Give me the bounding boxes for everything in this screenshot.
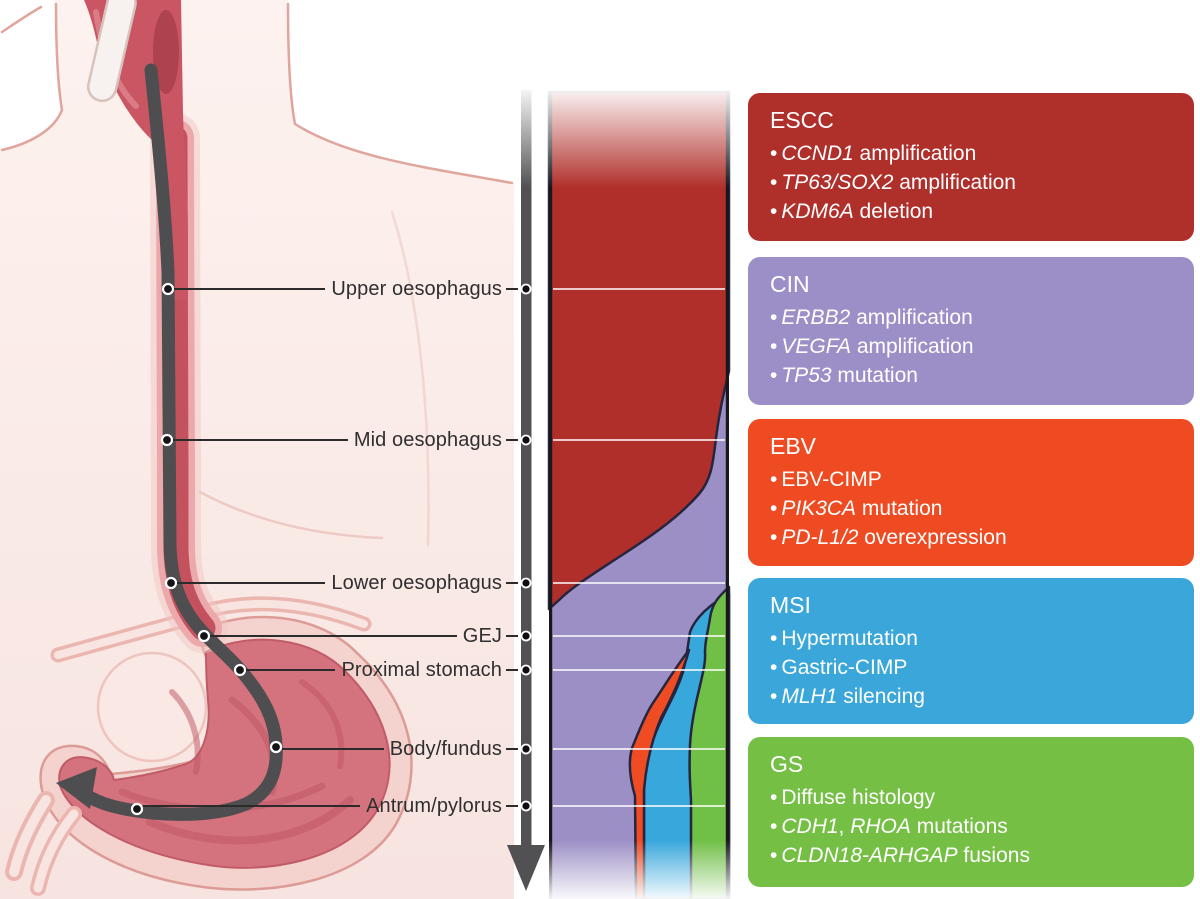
bullet-dot: • — [770, 335, 778, 358]
body-contour-lines — [0, 2, 514, 547]
chart-left-border — [549, 92, 553, 899]
subtype-bullets-gs: •Diffuse histology•CDH1, RHOA mutations•… — [770, 783, 1176, 870]
bullet-item: •Hypermutation — [770, 627, 918, 650]
bullet-item: •ERBB2 amplification — [770, 306, 973, 329]
endoscope-path — [78, 63, 283, 821]
bullet-item: •CCND1 amplification — [770, 142, 977, 165]
bottom-fade — [544, 840, 746, 899]
subtype-card-msi: MSI •Hypermutation •Gastric-CIMP •MLH1 sil… — [748, 578, 1194, 724]
axis-dot-gej — [520, 630, 532, 642]
top-fade — [510, 84, 748, 188]
anatomy-dot-mid-oesophagus — [160, 433, 174, 447]
anatomy-dot-body-fundus — [269, 740, 283, 754]
bullet-dot: • — [770, 656, 778, 679]
axis-dot-lower-oesophagus — [520, 577, 532, 589]
bullet-item: •PD-L1/2 overexpression — [770, 526, 1007, 549]
bullet-dot: • — [770, 815, 778, 838]
anatomy-illustration — [0, 0, 514, 899]
anatomy-dot-proximal-stomach — [233, 663, 247, 677]
bullet-dot: • — [770, 142, 778, 165]
axis-arrow-shaft — [521, 90, 532, 846]
axis-dot-proximal-stomach — [520, 664, 532, 676]
axis-dot-body-fundus — [520, 743, 532, 755]
subtype-card-ebv: EBV •EBV-CIMP •PIK3CA mutation •PD-L1/2 ov… — [748, 419, 1194, 566]
bullet-item: •VEGFA amplification — [770, 335, 974, 358]
bullet-dot: • — [770, 364, 778, 387]
anatomy-dot-upper-oesophagus — [161, 282, 175, 296]
bullet-dot: • — [770, 526, 778, 549]
endoscope-arrowhead — [56, 767, 97, 809]
axis-arrow — [507, 90, 545, 891]
bullet-dot: • — [770, 200, 778, 223]
axis-arrowhead — [507, 845, 545, 891]
bullet-item: •TP53 mutation — [770, 364, 918, 387]
bullet-item: •PIK3CA mutation — [770, 497, 943, 520]
peritoneal-space — [96, 651, 208, 763]
axis-dot-mid-oesophagus — [520, 434, 532, 446]
site-gridlines — [553, 288, 725, 807]
anatomy-dot-antrum-pylorus — [130, 802, 144, 816]
bullet-item: •KDM6A deletion — [770, 200, 934, 223]
stream-gs — [688, 585, 731, 899]
axis-dot-antrum-pylorus — [520, 800, 532, 812]
stream-escc — [547, 90, 731, 611]
subtype-card-escc: ESCC •CCND1 amplification •TP63/SOX2 ampl… — [748, 93, 1194, 241]
subtype-title-escc: ESCC — [770, 107, 834, 133]
bullet-item: •TP63/SOX2 amplification — [770, 171, 1016, 194]
marker-dots — [130, 282, 532, 816]
bullet-item: •Gastric-CIMP — [770, 656, 908, 679]
bullet-dot: • — [770, 468, 778, 491]
bullet-dot: • — [770, 685, 778, 708]
anatomy-dot-lower-oesophagus — [164, 576, 178, 590]
subtype-title-ebv: EBV — [770, 433, 817, 459]
subtype-card-cin: CIN •ERBB2 amplification •VEGFA amplifica… — [748, 257, 1194, 405]
bullet-item: •MLH1 silencing — [770, 685, 925, 708]
bullet-item: •CDH1, RHOA mutations — [770, 815, 1008, 838]
bullet-dot: • — [770, 844, 778, 867]
bullet-dot: • — [770, 786, 778, 809]
bullet-dot: • — [770, 627, 778, 650]
trachea — [86, 0, 137, 103]
subtype-title-cin: CIN — [770, 271, 810, 297]
subtype-stream-chart — [547, 90, 731, 899]
chart-right-border — [725, 92, 729, 899]
bullet-dot: • — [770, 171, 778, 194]
subtype-title-gs: GS — [770, 751, 804, 777]
larynx-shadow — [153, 10, 179, 94]
subtype-bullets-ebv: •EBV-CIMP •PIK3CA mutation •PD-L1/2 overex… — [770, 465, 1176, 552]
bullet-item: •Diffuse histology — [770, 786, 936, 809]
subtype-bullets-escc: •CCND1 amplification •TP63/SOX2 amplifica… — [770, 139, 1176, 226]
bullet-item: •EBV-CIMP — [770, 468, 882, 491]
bullet-item: •CLDN18-ARHGAP fusions — [770, 844, 1030, 867]
bullet-dot: • — [770, 497, 778, 520]
subtype-card-gs: GS •Diffuse histology •CDH1, RHOA mutatio… — [748, 737, 1194, 887]
bullet-dot: • — [770, 306, 778, 329]
subtype-bullets-msi: •Hypermutation •Gastric-CIMP •MLH1 silenci… — [770, 624, 1176, 711]
axis-dot-upper-oesophagus — [520, 283, 532, 295]
anatomy-dot-gej — [197, 629, 211, 643]
subtype-title-msi: MSI — [770, 592, 811, 618]
subtype-bullets-cin: •ERBB2 amplification •VEGFA amplification… — [770, 303, 1176, 390]
duodenum — [5, 791, 82, 896]
